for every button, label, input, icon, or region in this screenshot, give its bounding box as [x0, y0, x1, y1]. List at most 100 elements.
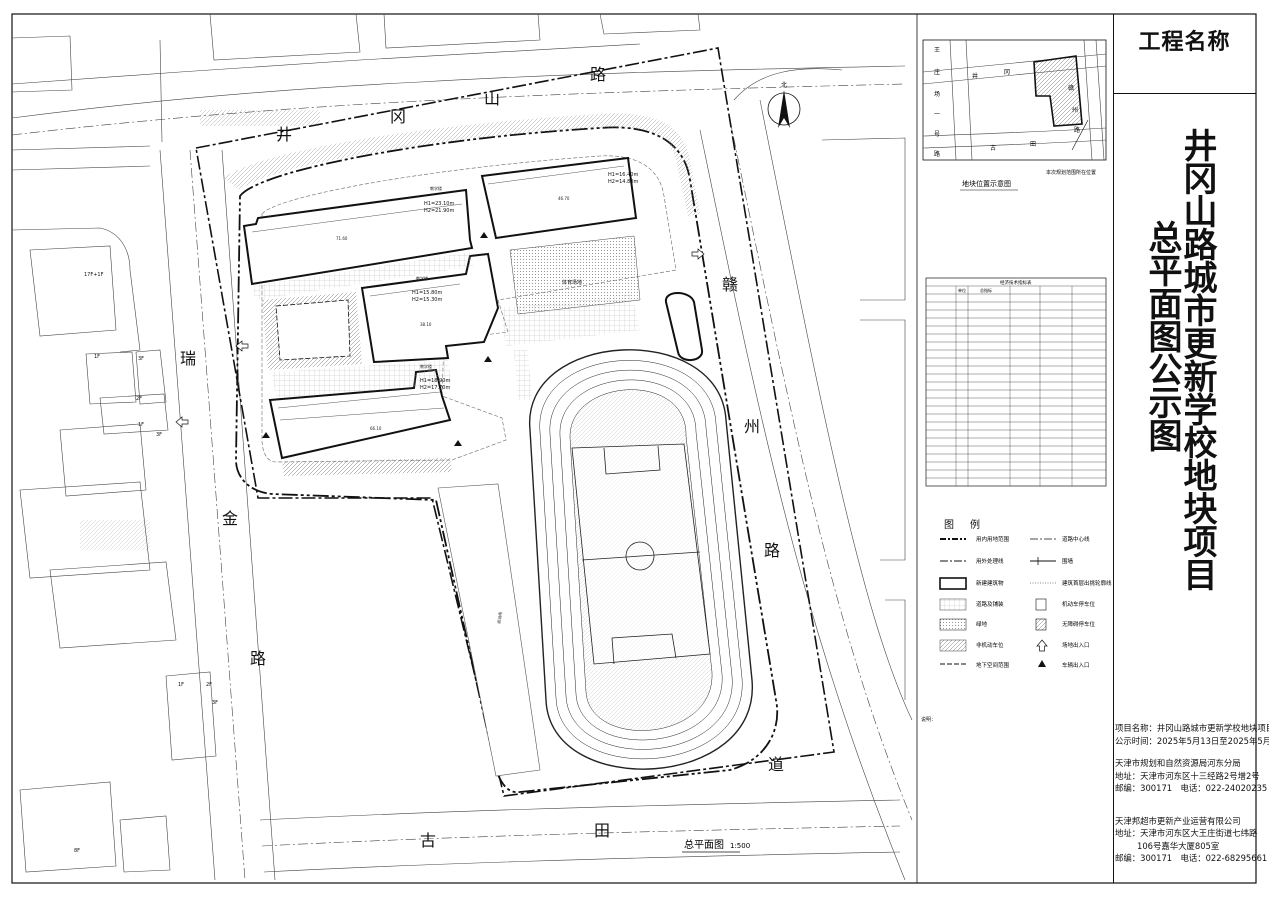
svg-text:8F: 8F: [74, 848, 80, 854]
svg-text:教学楼: 教学楼: [420, 363, 432, 369]
svg-text:H1=18.90m: H1=18.90m: [420, 378, 450, 384]
svg-text:古: 古: [420, 831, 436, 850]
svg-text:2F: 2F: [206, 682, 212, 688]
svg-text:3F: 3F: [138, 356, 144, 362]
svg-text:绿地: 绿地: [976, 620, 988, 628]
svg-text:3F: 3F: [156, 432, 162, 438]
svg-text:建筑首层出挑轮廓线: 建筑首层出挑轮廓线: [1062, 579, 1112, 587]
context-linework: [11, 13, 913, 881]
scale-label: 总平面图 1:500: [682, 838, 750, 853]
svg-text:新建建筑物: 新建建筑物: [976, 579, 1004, 587]
svg-text:非机动车位: 非机动车位: [976, 641, 1004, 649]
new-buildings: [242, 156, 704, 460]
svg-text:无障碍停车位: 无障碍停车位: [1062, 620, 1096, 628]
sports-label: 体育场地: [562, 279, 582, 286]
info-period: 公示时间：2025年5月13日至2025年5月22日: [1115, 735, 1269, 746]
sub-title: 总平面图公示图: [1142, 220, 1182, 451]
title-block: [1113, 14, 1257, 883]
stats-table-col-total: 总指标: [980, 287, 992, 293]
main-title: 井冈山路城市更新学校地块项目: [1177, 128, 1217, 590]
info-company-address: 地址：天津市河东区大王庄街道七纬路: [1115, 828, 1258, 838]
svg-text:机动车停车位: 机动车停车位: [1062, 600, 1096, 608]
title-separator: [1113, 93, 1256, 94]
site-entrance-icon: [175, 416, 189, 428]
north-arrow-icon: 北: [767, 81, 801, 128]
legend-symbols: [939, 538, 1056, 667]
svg-text:用外处理线: 用外处理线: [976, 557, 1004, 565]
svg-text:围墙: 围墙: [1062, 557, 1074, 565]
svg-text:场: 场: [934, 90, 940, 98]
sheet-border: [11, 13, 1257, 884]
building-north-east: [480, 156, 638, 240]
info-agency-contact: 邮编：300171 电话：022-24020235: [1115, 783, 1268, 793]
svg-text:路: 路: [1074, 126, 1080, 134]
svg-text:田: 田: [594, 821, 610, 840]
svg-text:17F+1F: 17F+1F: [84, 272, 104, 278]
west-neighborhood: [11, 35, 217, 873]
site-boundary: [195, 47, 835, 797]
gatehouse: [665, 292, 704, 361]
fire-lane: [261, 155, 677, 463]
legend-site-entrance-icon: [1036, 639, 1048, 652]
svg-text:庄: 庄: [934, 68, 940, 76]
svg-text:H1=23.10m: H1=23.10m: [424, 201, 454, 207]
svg-text:场地出入口: 场地出入口: [1062, 641, 1090, 649]
paving-areas: [252, 235, 641, 777]
svg-text:H2=21.90m: H2=21.90m: [424, 208, 454, 214]
svg-text:车辆出入口: 车辆出入口: [1062, 661, 1090, 669]
location-map: 王 庄 场 一 号 路 井 冈 赣 州 路 古 田 本次规划范围所在位置 地块位…: [922, 39, 1107, 191]
project-name-label: 工程名称: [1138, 30, 1231, 55]
svg-text:金: 金: [222, 509, 238, 528]
road-names: 井 冈 山 路 赣 州 路 道 古 田 瑞 金 路: [180, 65, 784, 850]
info-company-contact: 邮编：300171 电话：022-68295661: [1115, 853, 1268, 863]
legend-title: 图 例: [944, 520, 983, 531]
svg-text:道路中心线: 道路中心线: [1062, 535, 1090, 543]
paving-ring: [224, 113, 700, 216]
svg-text:71.60: 71.60: [336, 236, 348, 241]
football-field: [571, 443, 711, 665]
svg-text:2F: 2F: [136, 396, 142, 402]
svg-text:井: 井: [276, 125, 292, 144]
site-entrance-icon: [691, 248, 705, 260]
field-label: 运动场: [495, 611, 503, 624]
svg-text:冈: 冈: [1004, 69, 1010, 76]
svg-text:一: 一: [934, 111, 940, 118]
svg-text:古: 古: [990, 144, 996, 152]
svg-text:1F: 1F: [94, 354, 100, 360]
location-map-site: [1033, 55, 1083, 127]
svg-text:瑞: 瑞: [180, 349, 196, 368]
info-panel: 项目名称：井冈山路城市更新学校地块项目 公示时间：2025年5月13日至2025…: [1115, 722, 1269, 865]
svg-text:H2=14.80m: H2=14.80m: [608, 179, 638, 185]
svg-text:地块位置示意图: 地块位置示意图: [962, 179, 1011, 188]
svg-text:道路及铺装: 道路及铺装: [976, 600, 1004, 608]
svg-text:1F: 1F: [138, 422, 144, 428]
svg-text:H2=15.30m: H2=15.30m: [412, 297, 442, 303]
svg-text:1:500: 1:500: [730, 842, 750, 850]
svg-text:H1=16.40m: H1=16.40m: [608, 172, 638, 178]
svg-text:赣: 赣: [722, 275, 738, 294]
svg-text:38.10: 38.10: [420, 322, 432, 327]
stats-table-col-unit: 单位: [958, 287, 966, 293]
svg-text:山: 山: [484, 89, 500, 108]
vehicle-entrance-icon: [454, 440, 462, 446]
neighbor-floor-labels: 17F+1F 1F 3F 2F 1F 3F 1F 2F 3F 8F: [74, 272, 218, 854]
notes-heading: 说明：: [921, 717, 937, 723]
svg-text:66.10: 66.10: [370, 426, 382, 431]
svg-text:地下空间范围: 地下空间范围: [976, 661, 1010, 669]
legend-labels: 用内用地范围 道路中心线 用外处理线 围墙 新建建筑物 建筑首层出挑轮廓线 道路…: [976, 535, 1112, 669]
svg-text:H1=15.80m: H1=15.80m: [412, 290, 442, 296]
svg-text:教学楼: 教学楼: [416, 275, 428, 281]
svg-text:北: 北: [781, 81, 787, 89]
land-boundary-dashdot: [195, 47, 835, 797]
svg-text:3F: 3F: [212, 700, 218, 706]
svg-text:46.70: 46.70: [558, 196, 570, 201]
svg-text:王: 王: [934, 47, 940, 54]
svg-text:教学楼: 教学楼: [430, 185, 442, 191]
notes-block: 说明：: [921, 716, 1109, 725]
svg-text:田: 田: [1030, 141, 1036, 148]
svg-text:赣: 赣: [1068, 84, 1074, 92]
svg-text:路: 路: [250, 649, 266, 668]
stats-table-title: 经济技术指标表: [1000, 279, 1032, 286]
svg-text:H2=17.70m: H2=17.70m: [420, 385, 450, 391]
